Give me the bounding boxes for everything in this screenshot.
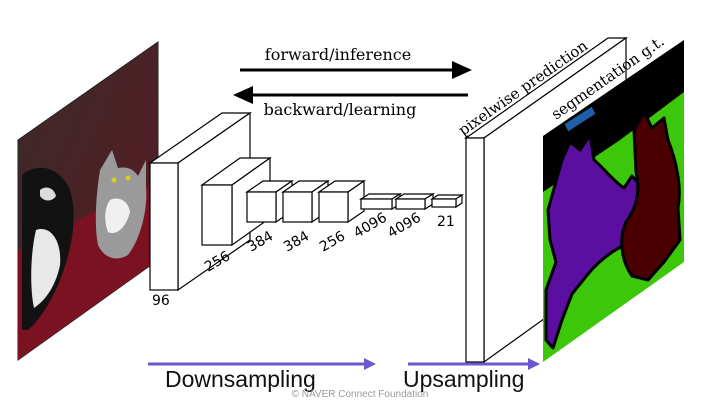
layer-label-256-b: 256 [317,228,348,255]
input-image [17,41,159,361]
segmentation-map [543,40,684,362]
downsampling-caption: Downsampling [165,366,316,392]
fc-layer-8 [430,193,464,209]
layer-label-21: 21 [437,214,455,230]
copyright-footer: © NAVER Connect Foundation [291,389,429,400]
forward-arrow [240,61,472,79]
backward-label: backward/learning [264,100,417,119]
fc-layer-6 [358,192,403,211]
upsampling-arrow [408,358,540,370]
layer-label-96: 96 [152,293,170,309]
conv-layer-5 [317,179,366,224]
backward-arrow [233,86,468,104]
downsampling-arrow [148,358,376,370]
forward-label: forward/inference [265,45,411,64]
layer-label-4096-b: 4096 [385,210,424,242]
upsampling-caption: Upsampling [403,366,525,392]
layer-label-384-b: 384 [281,228,312,255]
fc-layer-7 [393,192,436,211]
